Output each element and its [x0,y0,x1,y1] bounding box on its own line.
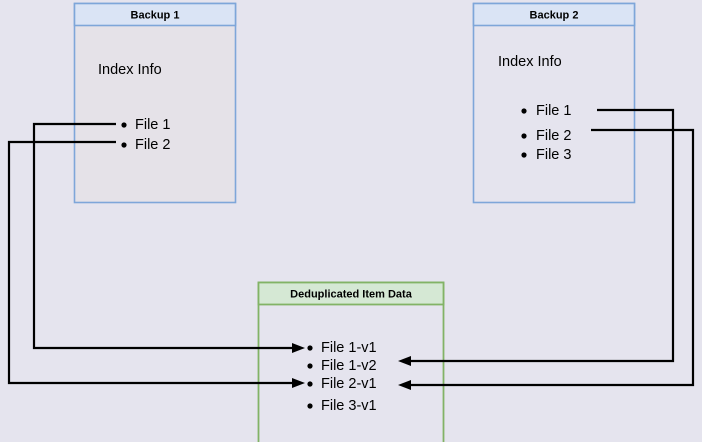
backup-2-file-list: File 1 File 2 File 3 [521,103,571,163]
list-item[interactable]: File 1-v2 [307,358,377,374]
node-backup-1[interactable]: Backup 1 Index Info File 1 File 2 [73,2,237,204]
dedup-header [257,281,445,306]
backup-2-item-label: File 3 [536,147,571,163]
backup-2-item-label: File 1 [536,103,571,119]
list-item[interactable]: File 1 [521,103,571,119]
list-item[interactable]: File 2 [121,137,170,153]
dedup-item-label: File 1-v2 [321,358,377,374]
backup-1-title: Backup 1 [131,9,180,21]
backup-1-file-list: File 1 File 2 [121,117,170,153]
connector-b1-file1-to-file1v1 [32,122,305,353]
backup-2-item-label: File 2 [536,128,571,144]
bullet-icon [521,108,527,114]
bullet-icon [121,142,127,148]
list-item[interactable]: File 2 [521,128,571,144]
backup-1-item-label: File 1 [135,117,170,133]
backup-2-index-info-label: Index Info [498,54,562,70]
dedup-item-label: File 1-v1 [321,340,377,356]
list-item[interactable]: File 1 [121,117,170,133]
dedup-body [257,281,445,442]
list-item[interactable]: File 1-v1 [307,340,377,356]
list-item[interactable]: File 2-v1 [307,376,377,392]
dedup-file-list: File 1-v1 File 1-v2 File 2-v1 File 3-v1 [307,340,377,414]
bullet-icon [521,152,527,158]
list-item[interactable]: File 3 [521,147,571,163]
list-item[interactable]: File 3-v1 [307,398,377,414]
backup-1-item-label: File 2 [135,137,170,153]
connector-b2-file2-to-file2v1 [398,128,695,390]
connector-b1-file2-to-file2v1 [7,140,305,388]
backup-1-header [73,2,237,27]
backup-1-index-info-label: Index Info [98,62,162,78]
dedup-item-label: File 3-v1 [321,398,377,414]
dedup-title: Deduplicated Item Data [290,288,413,300]
bullet-icon [307,403,313,409]
bullet-icon [307,381,313,387]
bullet-icon [307,345,313,351]
bullet-icon [521,133,527,139]
node-backup-2[interactable]: Backup 2 Index Info File 1 File 2 File 3 [472,2,636,204]
connector-b2-file1-to-file1v2 [398,108,675,366]
dedup-item-label: File 2-v1 [321,376,377,392]
node-deduplicated-item-data[interactable]: Deduplicated Item Data File 1-v1 File 1-… [257,281,445,442]
backup-2-header [472,2,636,27]
backup-2-title: Backup 2 [530,9,579,21]
bullet-icon [307,363,313,369]
bullet-icon [121,122,127,128]
backup-1-body [73,2,237,204]
